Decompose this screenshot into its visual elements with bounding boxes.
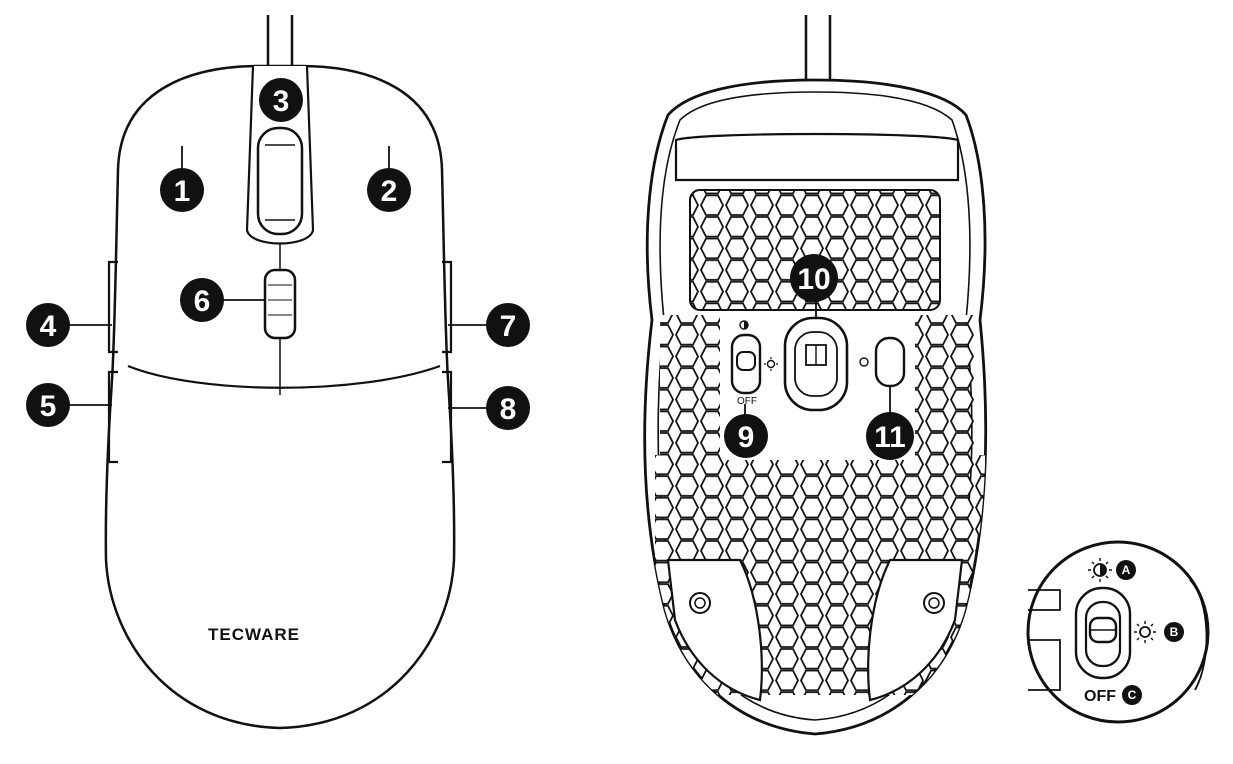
svg-text:9: 9 — [738, 421, 755, 454]
brightness-full-icon — [1134, 621, 1156, 643]
brightness-half-icon — [1088, 558, 1112, 582]
front-view: TECWARE 1 2 3 4 5 6 7 8 — [26, 15, 530, 730]
svg-text:5: 5 — [40, 390, 57, 423]
side-button-4[interactable] — [107, 260, 118, 354]
dpi-icon — [859, 357, 869, 367]
switch-off-label: OFF — [737, 396, 757, 407]
callout-4: 4 — [26, 303, 70, 347]
svg-text:6: 6 — [194, 285, 211, 318]
callout-10: 10 — [790, 254, 838, 302]
cable — [804, 15, 832, 82]
callout-8: 8 — [486, 386, 530, 430]
side-button-5[interactable] — [107, 370, 118, 464]
cable — [266, 15, 294, 65]
brightness-full-icon — [764, 357, 778, 371]
bottom-view: OFF 9 10 11 — [643, 15, 988, 736]
profile-button[interactable] — [874, 336, 906, 388]
svg-text:11: 11 — [874, 421, 906, 454]
label-a: A — [1116, 560, 1136, 580]
callout-3: 3 — [259, 78, 303, 122]
svg-text:10: 10 — [797, 263, 830, 296]
callout-9: 9 — [724, 414, 768, 458]
side-button-8[interactable] — [442, 370, 453, 464]
screw-left — [689, 592, 711, 614]
label-b: B — [1164, 622, 1184, 642]
svg-text:7: 7 — [500, 310, 517, 343]
callout-6: 6 — [180, 278, 224, 322]
svg-text:1: 1 — [174, 175, 191, 208]
svg-text:8: 8 — [500, 393, 517, 426]
callout-1: 1 — [160, 168, 204, 212]
svg-text:3: 3 — [273, 85, 290, 118]
callout-11: 11 — [866, 412, 914, 460]
svg-text:B: B — [1170, 625, 1179, 639]
side-button-7[interactable] — [442, 260, 453, 354]
screw-right — [923, 592, 945, 614]
label-c: C — [1122, 685, 1142, 705]
callout-2: 2 — [367, 168, 411, 212]
svg-text:A: A — [1122, 563, 1131, 577]
left-glide-pad — [666, 558, 763, 702]
svg-text:C: C — [1128, 688, 1137, 702]
button-split-line — [127, 364, 441, 389]
top-glide-pad — [674, 132, 960, 182]
callout-7: 7 — [486, 303, 530, 347]
scroll-wheel[interactable] — [256, 126, 304, 236]
detail-off-label: OFF — [1084, 688, 1116, 705]
callout-5: 5 — [26, 383, 70, 427]
brand-logo: TECWARE — [208, 625, 300, 644]
brightness-half-icon — [739, 320, 749, 330]
svg-text:2: 2 — [381, 175, 398, 208]
dpi-button[interactable] — [263, 268, 297, 340]
switch-detail-inset: A B OFF C — [1026, 540, 1210, 724]
svg-text:4: 4 — [40, 310, 57, 343]
mouse-top-body — [104, 64, 456, 730]
